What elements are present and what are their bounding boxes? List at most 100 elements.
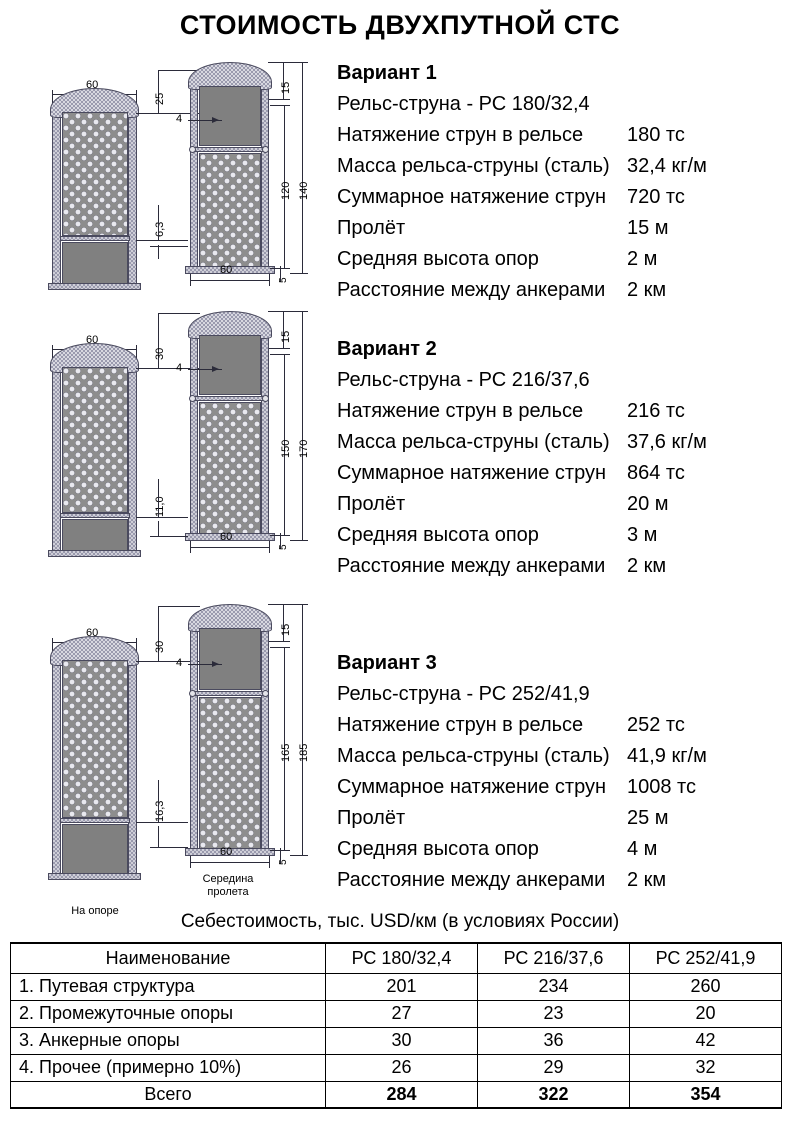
ext-web-3b (150, 847, 188, 848)
caption-mid-span-line-2: пролета (207, 886, 249, 898)
ext-total-2b (290, 540, 308, 541)
variant-2-row-5-value: 2 км (627, 555, 667, 577)
variant-3-block: Вариант 3 Рельс-струна - РС 252/41,9 Нат… (337, 648, 797, 896)
row-3-v2: 29 (477, 1053, 630, 1082)
dim-line-web-3a (158, 780, 159, 822)
dim-inner-1: 120 (280, 181, 292, 200)
dim-capgap-1: 25 (154, 92, 166, 105)
ext-web-2b (150, 536, 188, 537)
dim-total-1: 140 (298, 181, 310, 200)
variant-1-heading: Вариант 1 (337, 62, 437, 84)
dim-inner-2: 150 (280, 439, 292, 458)
total-v2: 322 (477, 1080, 630, 1109)
dim-line-web-2b (158, 521, 159, 537)
ext-total-1b (290, 273, 308, 274)
dim-web-2: 11,0 (154, 496, 166, 517)
ext-capheight-2a (268, 311, 290, 312)
dim-total-2: 170 (298, 439, 310, 458)
variant-1-row-0-value: 180 тс (627, 124, 685, 146)
variant-1-row-5: Расстояние между анкерами 2 км (337, 275, 797, 306)
ext-total-2a (290, 311, 308, 312)
callout-wall-line-2 (188, 369, 222, 370)
ext-web-1a (136, 240, 188, 241)
variant-2-row-0-value: 216 тс (627, 400, 685, 422)
table-row: 2. Промежуточные опоры 27 23 20 (10, 999, 782, 1028)
variant-2-row-4: Средняя высота опор 3 м (337, 520, 797, 551)
variant-2-row-3: Пролёт 20 м (337, 489, 797, 520)
variant-3-row-1-value: 41,9 кг/м (627, 745, 707, 767)
variant-1-row-5-label: Расстояние между анкерами (337, 279, 606, 301)
lower-cavity-left-3 (62, 824, 128, 875)
base-mid-2 (185, 533, 275, 541)
dim-line-capheight-2 (283, 311, 284, 349)
caption-on-support: На опоре (71, 905, 119, 917)
row-0-v3: 260 (629, 972, 782, 1001)
variant-3-row-0-value: 252 тс (627, 714, 685, 736)
variant-2-row-3-label: Пролёт (337, 493, 406, 515)
variant-1-row-5-value: 2 км (627, 279, 667, 301)
upper-cavity-mid-3 (199, 628, 261, 690)
base-mid-1 (185, 266, 275, 274)
dim-line-web-1b (158, 245, 159, 259)
dim-capheight-1: 15 (280, 81, 292, 94)
divider-mid-2 (194, 396, 265, 401)
variant-2-row-1: Масса рельса-струны (сталь) 37,6 кг/м (337, 427, 797, 458)
dim-line-capheight-3 (283, 604, 284, 642)
variant-2-row-3-value: 20 м (627, 493, 669, 515)
web-plate-left-1 (60, 236, 130, 241)
row-1-v1: 27 (325, 999, 478, 1028)
right-wall-3 (128, 655, 137, 877)
ext-capheight-3a (268, 604, 290, 605)
left-wall-mid-2 (190, 332, 198, 538)
base-left-3 (48, 873, 141, 880)
ext-midwidth-2b (269, 541, 270, 553)
variant-2-row-2: Суммарное натяжение струн 864 тс (337, 458, 797, 489)
ext-line-left-2b (136, 345, 137, 367)
dim-line-base-1 (280, 266, 281, 282)
ext-capheight-2b (268, 348, 290, 349)
base-mid-3 (185, 848, 275, 856)
dim-width-left-1: 60 (86, 79, 99, 91)
row-1-v2: 23 (477, 999, 630, 1028)
variant-1-row-4-label: Средняя высота опор (337, 248, 539, 270)
dim-line-inner-1 (284, 105, 285, 269)
divider-mid-3 (194, 691, 265, 696)
row-0-name: 1. Путевая структура (10, 972, 326, 1001)
row-3-name: 4. Прочее (примерно 10%) (10, 1053, 326, 1082)
variant-2-row-2-value: 864 тс (627, 462, 685, 484)
dim-line-capgap-2 (158, 313, 159, 369)
variant-1-row-3: Пролёт 15 м (337, 213, 797, 244)
variant-3-row-2: Суммарное натяжение струн 1008 тс (337, 772, 797, 803)
variant-3-row-3-label: Пролёт (337, 807, 406, 829)
total-v3: 354 (629, 1080, 782, 1109)
variant-1-row-4-value: 2 м (627, 248, 658, 270)
ext-capgap-1a (158, 70, 200, 71)
dim-line-web-3b (158, 826, 159, 848)
header-rs-216: РС 216/37,6 (477, 942, 630, 974)
knob-right-mid-2 (262, 395, 269, 402)
base-left-2 (48, 550, 141, 557)
caption-mid-span-line-1: Середина (202, 873, 254, 885)
ext-inner-1a (270, 105, 290, 106)
variant-3-row-2-value: 1008 тс (627, 776, 696, 798)
ext-web-2a (136, 517, 188, 518)
variant-1-row-1-value: 32,4 кг/м (627, 155, 707, 177)
variant-3-row-2-label: Суммарное натяжение струн (337, 776, 607, 798)
callout-wall-arrow-3 (212, 661, 219, 667)
total-name: Всего (10, 1080, 326, 1109)
ext-capgap-2b (136, 368, 200, 369)
lower-cavity-left-2 (62, 519, 128, 552)
variant-1-row-2-label: Суммарное натяжение струн (337, 186, 607, 208)
dim-line-total-1 (302, 62, 303, 274)
variant-3-row-0-label: Натяжение струн в рельсе (337, 714, 584, 736)
ext-inner-2a (270, 354, 290, 355)
variant-1-row-1-label: Масса рельса-струны (сталь) (337, 155, 610, 177)
cost-table-caption: Себестоимость, тыс. USD/км (в условиях Р… (180, 911, 620, 932)
variant-2-row-1-label: Масса рельса-струны (сталь) (337, 431, 610, 453)
dim-width-left-2: 60 (86, 334, 99, 346)
dim-base-3: 5 (278, 859, 289, 865)
web-plate-left-2 (60, 513, 130, 518)
variant-3-row-1-label: Масса рельса-струны (сталь) (337, 745, 610, 767)
left-wall-mid-1 (190, 83, 198, 271)
